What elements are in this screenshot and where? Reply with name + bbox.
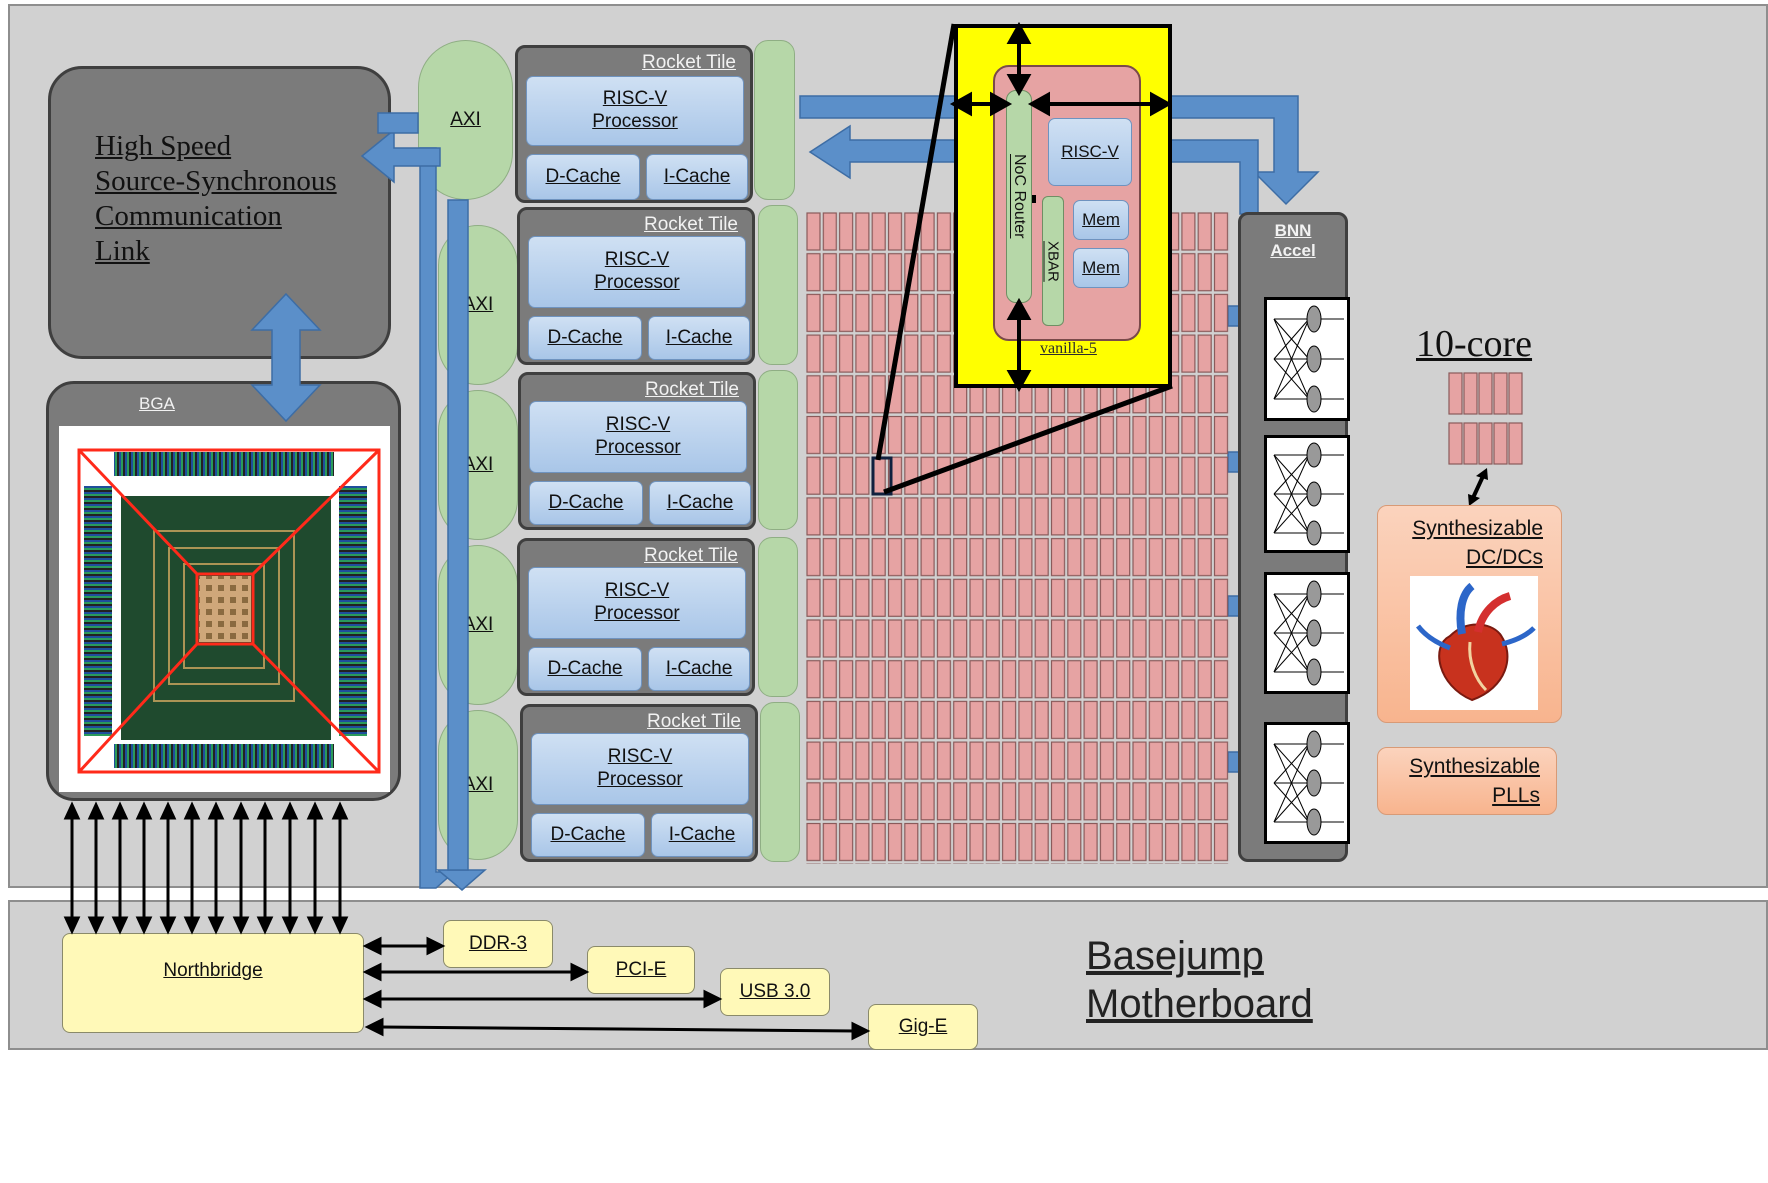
- black-arrows-layer: [0, 0, 1768, 1183]
